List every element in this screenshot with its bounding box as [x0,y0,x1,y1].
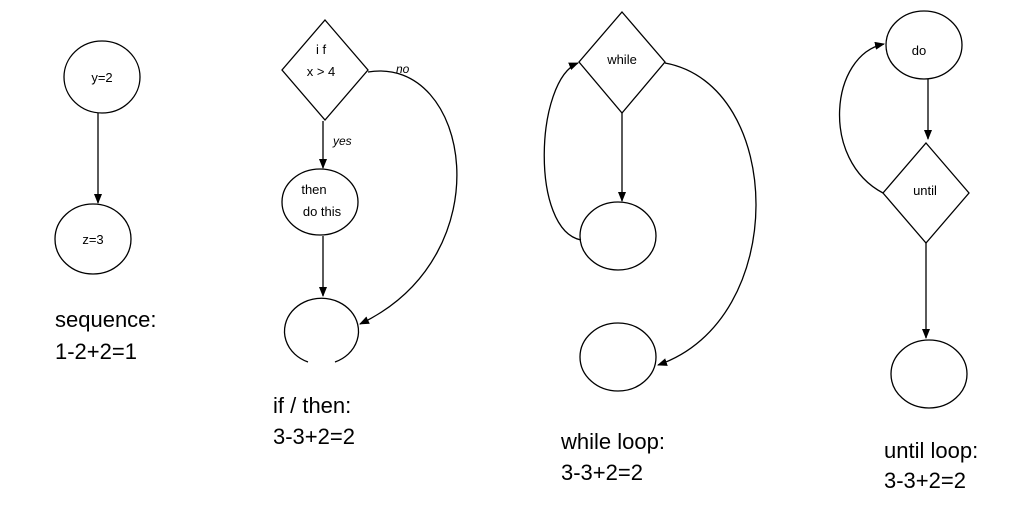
until-decision-label: until [913,183,937,198]
sequence-diagram: y=2 z=3 sequence: 1-2+2=1 [54,40,157,364]
sequence-caption-formula: 1-2+2=1 [55,339,137,364]
until-caption-formula: 3-3+2=2 [884,468,966,493]
until-do-node [885,10,963,80]
while-decision-label: while [606,52,637,67]
sequence-caption-title: sequence: [55,307,157,332]
if-then-label-line2: do this [303,204,342,219]
if-then-caption-formula: 3-3+2=2 [273,424,355,449]
sequence-node-z-label: z=3 [82,232,103,247]
while-loop-diagram: while while loop: 3-3+2=2 [543,11,757,485]
while-caption-title: while loop: [560,429,665,454]
if-decision-label-line1: i f [316,42,327,57]
if-decision-label-line2: x > 4 [307,64,336,79]
while-loop-back-arrow [543,62,582,241]
until-exit-node [890,339,968,409]
while-exit-arrow [657,62,757,366]
sequence-node-z [54,203,132,275]
if-then-label-line1: then [301,182,326,197]
until-caption-title: until loop: [884,438,978,463]
until-loop-back-arrow [838,41,885,194]
if-then-diagram: i f x > 4 yes then do this no if / then:… [273,19,458,449]
sequence-node-y-label: y=2 [91,70,112,85]
while-caption-formula: 3-3+2=2 [561,460,643,485]
until-do-label: do [912,43,926,58]
if-decision-diamond [281,19,369,121]
if-yes-label: yes [332,134,352,148]
if-then-caption-title: if / then: [273,393,351,418]
if-no-label: no [396,62,410,76]
until-loop-diagram: do until until loop: 3-3+2=2 [838,10,978,493]
while-body-node [579,201,657,271]
while-exit-node [579,322,657,392]
if-then-node [281,168,359,236]
sequence-node-y [63,40,141,114]
if-end-node [283,297,360,363]
if-no-arrow [359,70,458,325]
